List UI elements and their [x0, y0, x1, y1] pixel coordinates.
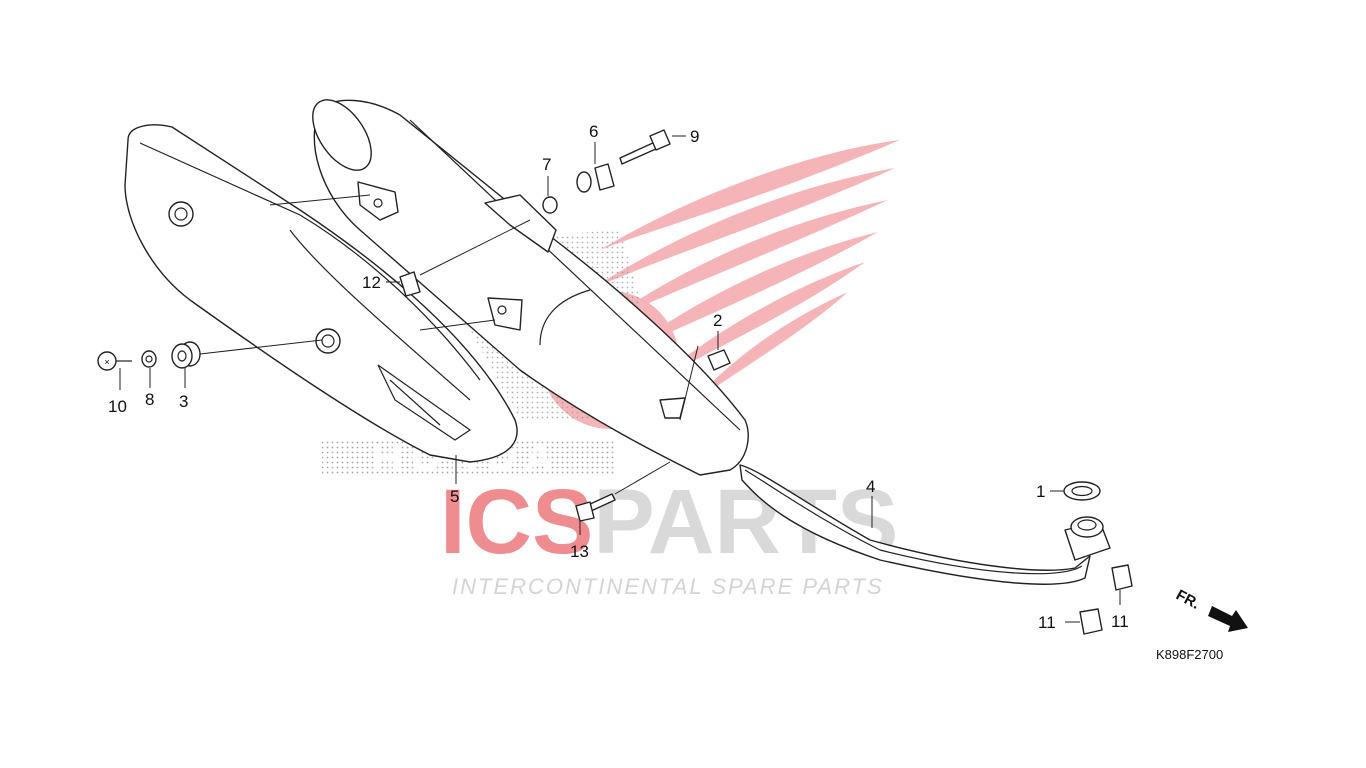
- part-7-washer: [542, 196, 558, 214]
- part-4-exhaust-muffler: [312, 99, 1111, 585]
- callout-10: 10: [108, 397, 127, 416]
- callout-11b: 11: [1111, 612, 1129, 631]
- callout-5: 5: [450, 487, 459, 506]
- diagram-code: K898F2700: [1156, 647, 1223, 662]
- watermark-tagline: INTERCONTINENTAL SPARE PARTS: [452, 574, 884, 599]
- part-2-rubber: [707, 349, 731, 371]
- watermark-brand-left: ICS: [440, 471, 593, 573]
- part-6-collar: [594, 163, 615, 191]
- svg-text:ICSPARTS: ICSPARTS: [440, 471, 898, 573]
- callout-6: 6: [589, 122, 598, 141]
- front-direction-indicator: FR.: [1173, 587, 1248, 632]
- hardware-parts: ×: [97, 129, 1133, 635]
- callout-1: 1: [1036, 482, 1045, 501]
- fr-label: FR.: [1173, 587, 1202, 613]
- leader-lines: [119, 135, 1121, 623]
- callout-12: 12: [362, 273, 381, 292]
- part-1-gasket: [1063, 481, 1101, 501]
- part-12-nut: [399, 271, 421, 297]
- callout-2: 2: [713, 311, 722, 330]
- part-5-muffler-protector: [124, 124, 518, 463]
- callout-9: 9: [690, 127, 699, 146]
- callout-7: 7: [542, 155, 551, 174]
- watermark-brand-right: PARTS: [593, 471, 898, 573]
- fr-arrow-icon: [1208, 606, 1248, 632]
- svg-text:×: ×: [104, 357, 109, 367]
- callout-3: 3: [179, 392, 188, 411]
- part-9-bolt: [619, 141, 659, 165]
- callout-13: 13: [570, 542, 589, 561]
- callout-labels: 1 2 3 4 5 6 7 8 9 10 11 11 12 13: [108, 122, 1129, 632]
- part-11-nut-a: [1111, 564, 1133, 591]
- part-11-nut-b: [1079, 608, 1103, 635]
- part-8-washer: [141, 350, 157, 368]
- callout-8: 8: [145, 390, 154, 409]
- callout-4: 4: [866, 477, 875, 496]
- ics-parts-watermark: ICSPARTS INTERCONTINENTAL SPARE PARTS: [440, 471, 898, 599]
- honda-wing-logo-watermark: [541, 140, 900, 429]
- callout-11a: 11: [1038, 613, 1056, 632]
